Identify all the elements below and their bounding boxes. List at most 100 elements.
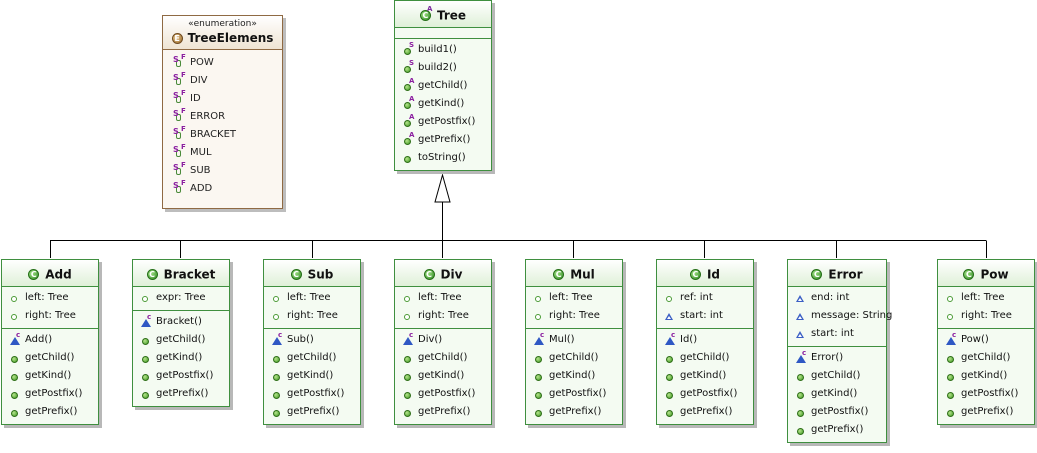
private-field-icon: [532, 292, 544, 304]
operation-row[interactable]: getPostfix(): [788, 403, 886, 421]
attribute-row[interactable]: left: Tree: [938, 289, 1034, 307]
class-tree[interactable]: ATreeSbuild1()Sbuild2()AgetChild()AgetKi…: [394, 0, 492, 171]
operation-row[interactable]: getChild(): [2, 349, 98, 367]
attribute-row[interactable]: message: String: [788, 307, 892, 325]
attribute-row[interactable]: start: int: [788, 325, 886, 343]
operation-row[interactable]: getChild(): [133, 331, 229, 349]
attribute-row[interactable]: left: Tree: [2, 289, 98, 307]
operation-label: getChild(): [549, 352, 599, 363]
attribute-row[interactable]: end: int: [788, 289, 886, 307]
operation-row[interactable]: getChild(): [788, 367, 886, 385]
attribute-row[interactable]: expr: Tree: [133, 289, 229, 307]
attribute-row[interactable]: right: Tree: [395, 307, 491, 325]
operation-row[interactable]: getPrefix(): [264, 403, 360, 421]
public-method-icon: [794, 424, 806, 436]
operation-row[interactable]: getPrefix(): [395, 403, 491, 421]
operation-row[interactable]: getKind(): [657, 367, 753, 385]
attribute-row[interactable]: right: Tree: [2, 307, 98, 325]
public-method-icon: [663, 406, 675, 418]
operation-row[interactable]: getPostfix(): [938, 385, 1034, 403]
operation-row[interactable]: getPostfix(): [657, 385, 753, 403]
operation-row[interactable]: getKind(): [526, 367, 622, 385]
attribute-label: right: Tree: [287, 310, 338, 321]
operation-row[interactable]: getPostfix(): [2, 385, 98, 403]
attribute-row[interactable]: left: Tree: [395, 289, 491, 307]
attribute-row[interactable]: right: Tree: [526, 307, 622, 325]
operation-row[interactable]: getPrefix(): [2, 403, 98, 421]
enum-name: TreeElemens: [187, 31, 274, 45]
operation-row[interactable]: getPostfix(): [133, 367, 229, 385]
operation-row[interactable]: getPrefix(): [938, 403, 1034, 421]
private-field-icon: [401, 310, 413, 322]
operation-row[interactable]: getKind(): [395, 367, 491, 385]
class-name: Bracket: [163, 267, 216, 282]
class-header: Error: [788, 260, 886, 287]
attribute-row[interactable]: left: Tree: [264, 289, 360, 307]
operation-row[interactable]: getChild(): [526, 349, 622, 367]
operation-row[interactable]: getKind(): [938, 367, 1034, 385]
operation-row[interactable]: getChild(): [657, 349, 753, 367]
attribute-row[interactable]: left: Tree: [526, 289, 622, 307]
operation-row[interactable]: getChild(): [395, 349, 491, 367]
operation-row[interactable]: getChild(): [264, 349, 360, 367]
enum-treeelemens[interactable]: «enumeration» TreeElemens SFPOWSFDIVSFID…: [162, 15, 283, 209]
attribute-row[interactable]: right: Tree: [264, 307, 360, 325]
operation-row[interactable]: getPrefix(): [657, 403, 753, 421]
attribute-row[interactable]: right: Tree: [938, 307, 1034, 325]
operation-row[interactable]: getKind(): [133, 349, 229, 367]
operation-row[interactable]: getPostfix(): [526, 385, 622, 403]
public-method-icon: [139, 334, 151, 346]
operation-row[interactable]: getChild(): [938, 349, 1034, 367]
operation-row[interactable]: getPrefix(): [526, 403, 622, 421]
operation-label: getKind(): [418, 98, 465, 109]
operation-label: getPrefix(): [811, 424, 864, 435]
operation-row[interactable]: getKind(): [2, 367, 98, 385]
attribute-row[interactable]: start: int: [657, 307, 753, 325]
attribute-row[interactable]: ref: int: [657, 289, 753, 307]
operation-row[interactable]: getKind(): [264, 367, 360, 385]
operation-row[interactable]: getPostfix(): [264, 385, 360, 403]
operation-row[interactable]: toString(): [395, 149, 491, 167]
operation-label: toString(): [418, 152, 466, 163]
attribute-label: ref: int: [680, 292, 713, 303]
operation-row[interactable]: getPrefix(): [133, 385, 229, 403]
operation-row[interactable]: getPrefix(): [788, 421, 886, 439]
operation-row[interactable]: getKind(): [788, 385, 886, 403]
operation-row[interactable]: getPostfix(): [395, 385, 491, 403]
public-method-icon: [944, 406, 956, 418]
